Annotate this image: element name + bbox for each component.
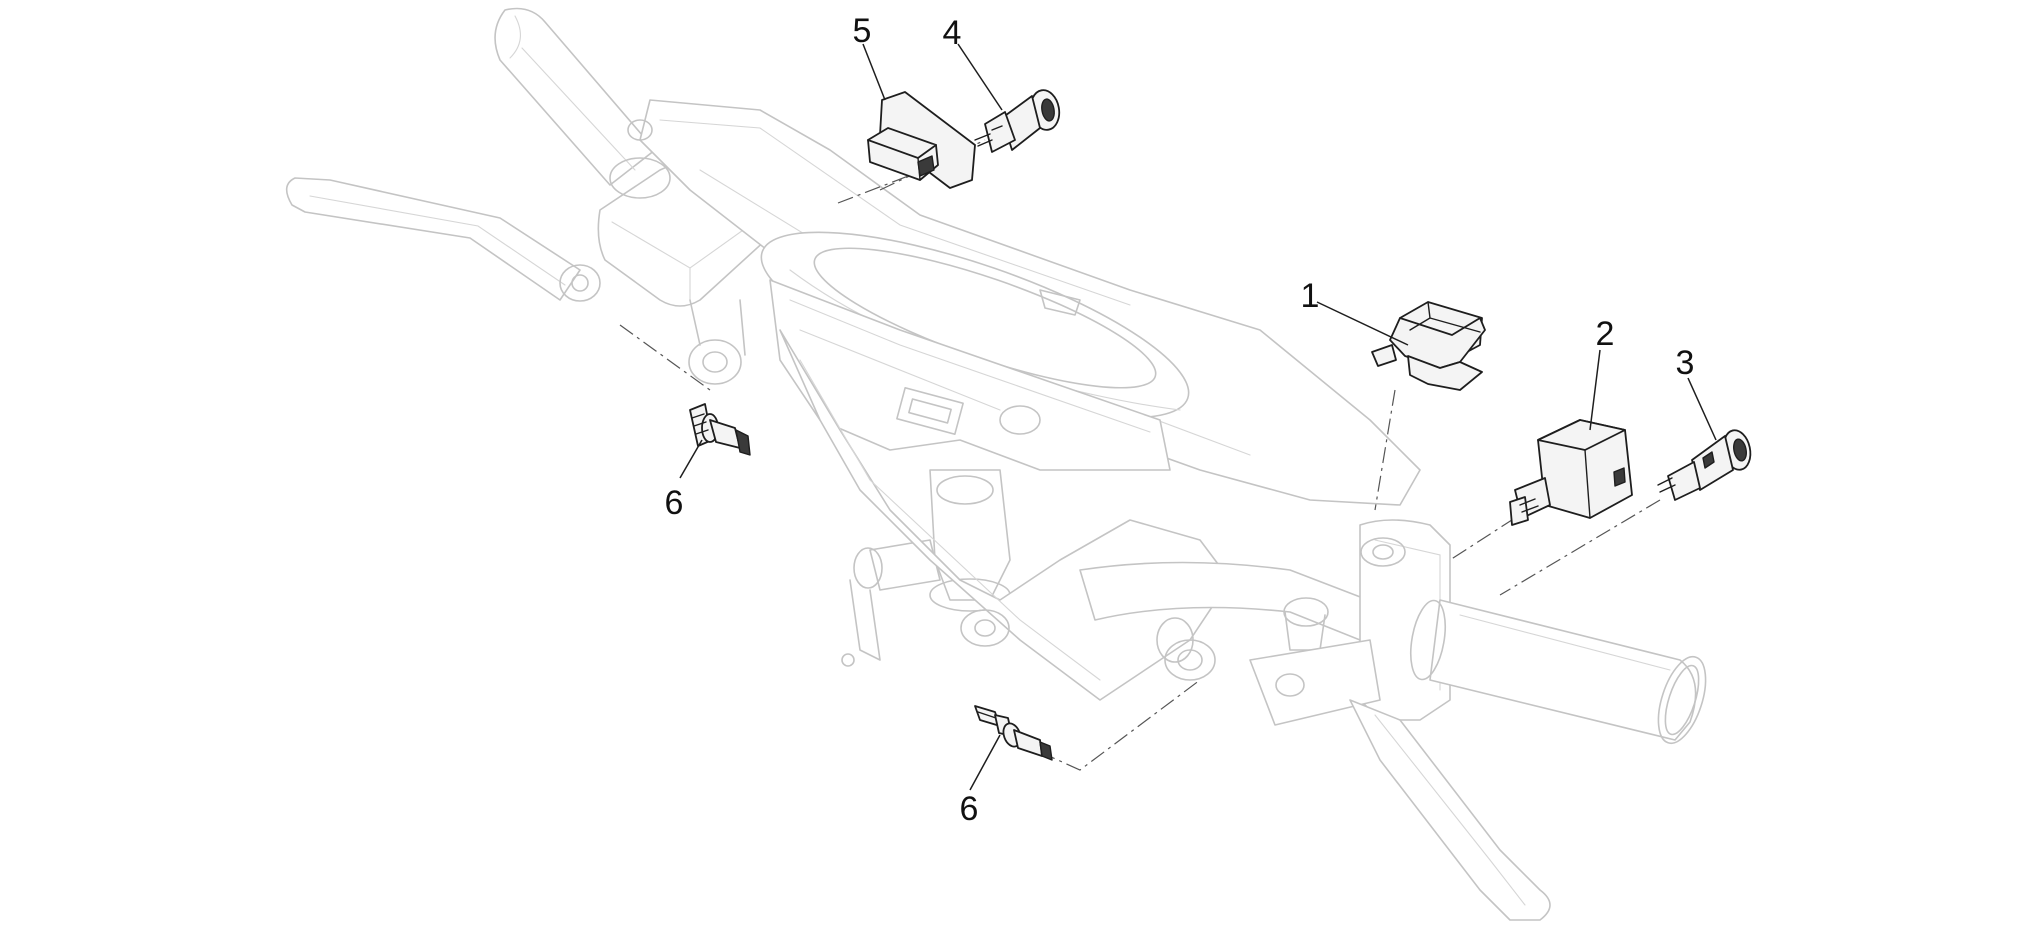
right-switch-housing (1249, 519, 1451, 726)
leader-lines (679, 43, 1717, 791)
callout-1: 1 (1301, 277, 1320, 315)
cluster-bracket (769, 279, 1171, 471)
callout-3: 3 (1676, 344, 1695, 382)
callout-4: 4 (943, 14, 962, 52)
callout-5: 5 (853, 12, 872, 50)
left-brake-lever (285, 177, 601, 302)
callout-6-left: 6 (665, 484, 684, 522)
handlebar-assembly-ghost (285, 7, 1707, 921)
switch-unit-3 (1657, 429, 1752, 501)
right-grip (1409, 599, 1707, 745)
stop-light-switch-left (689, 403, 751, 456)
switch-unit-2 (1509, 419, 1633, 526)
switch-unit-1 (1371, 301, 1486, 391)
callout-6-right: 6 (960, 790, 979, 828)
right-brake-lever (1349, 699, 1551, 921)
stop-light-switch-right (974, 705, 1053, 761)
switch-unit-4 (974, 89, 1061, 153)
switch-unit-5 (867, 91, 976, 189)
callout-labels: 5 4 1 2 3 6 6 (665, 12, 1695, 828)
left-grip (494, 7, 656, 186)
callout-2: 2 (1596, 315, 1615, 353)
